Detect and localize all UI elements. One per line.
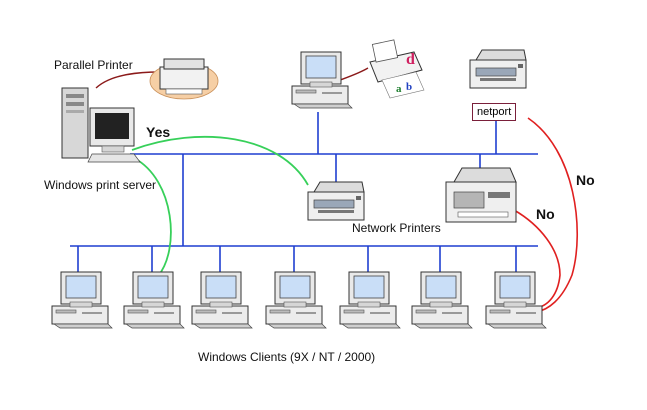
yes-print-path	[131, 135, 309, 277]
svg-text:b: b	[406, 81, 412, 93]
client-pc-4-icon	[265, 271, 327, 329]
no-label-lower: No	[536, 206, 555, 222]
netport-printer-icon	[469, 49, 527, 89]
no-print-path	[513, 117, 578, 313]
network-bus	[70, 112, 538, 274]
client-pc-7-icon	[485, 271, 547, 329]
client-pc-6-icon	[411, 271, 473, 329]
print-server-icon	[61, 87, 141, 163]
parallel-printer-label: Parallel Printer	[54, 58, 133, 72]
network-printers-label: Network Printers	[352, 221, 441, 235]
client-pc-1-icon	[51, 271, 113, 329]
network-printer-2-icon	[445, 167, 517, 223]
clients-label: Windows Clients (9X / NT / 2000)	[198, 350, 376, 364]
client-pc-5-icon	[339, 271, 401, 329]
inkjet-printer-icon: d a b	[369, 39, 425, 99]
svg-text:a: a	[396, 83, 402, 95]
svg-text:d: d	[406, 51, 415, 68]
print-server-label: Windows print server	[44, 178, 157, 192]
netport-label: netport	[472, 103, 517, 121]
client-pc-3-icon	[191, 271, 253, 329]
no-label-upper: No	[576, 172, 595, 188]
network-printer-1-icon	[307, 181, 365, 221]
pc-with-printer-icon	[291, 51, 353, 109]
client-pc-2-icon	[123, 271, 185, 329]
yes-label: Yes	[146, 124, 171, 140]
parallel-printer-icon	[149, 58, 219, 100]
